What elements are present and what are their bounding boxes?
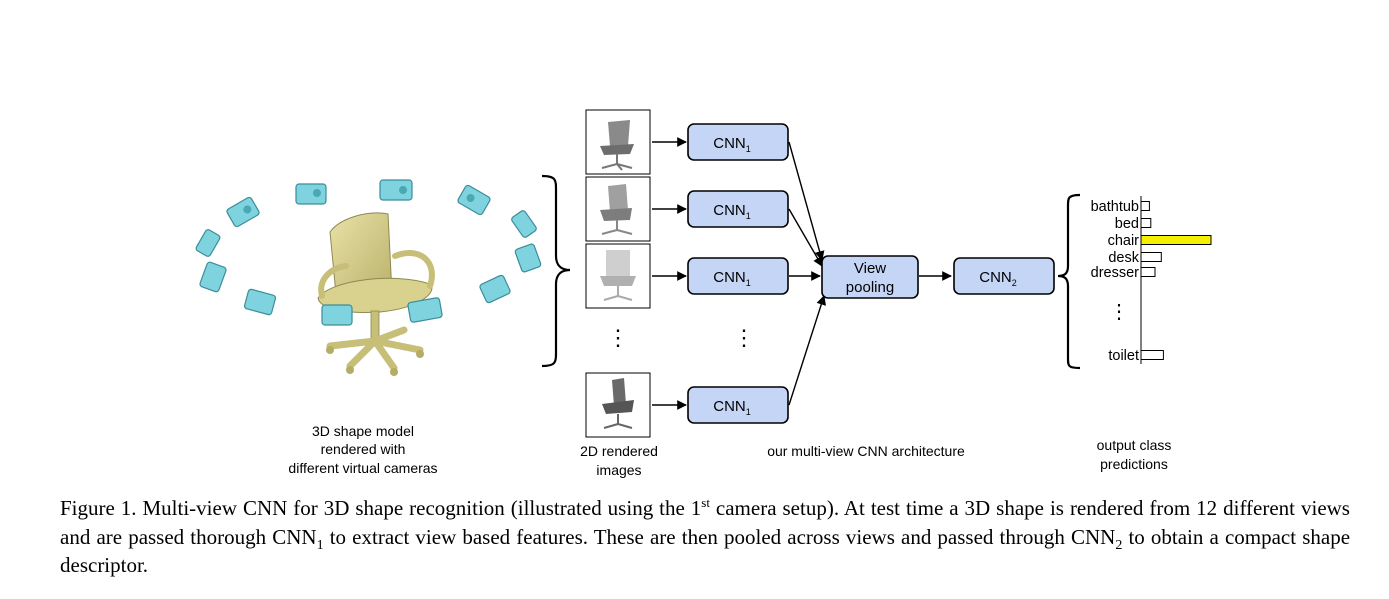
- camera-icon: [195, 229, 221, 257]
- cnn-ellipsis: ⋮: [733, 325, 755, 350]
- class-label-dresser: dresser: [1091, 265, 1140, 281]
- rendered-view-12: [585, 372, 651, 438]
- camera-icon: [321, 304, 353, 326]
- arrow: [788, 295, 826, 406]
- mvcnn-diagram: 3D shape model rendered with different v…: [195, 109, 1212, 478]
- shape-model-label-2: rendered with: [321, 441, 406, 457]
- rendered-images-label-2: images: [596, 462, 641, 478]
- camera-icon: [226, 196, 260, 228]
- rendered-view-1: [585, 109, 651, 175]
- rendered-view-2: [585, 176, 651, 242]
- class-bar-desk: [1140, 252, 1162, 262]
- camera-icon: [199, 261, 227, 293]
- svg-text:pooling: pooling: [846, 279, 894, 296]
- class-label-desk: desk: [1108, 250, 1139, 266]
- camera-icon: [379, 179, 413, 201]
- view-pooling-box: View pooling: [821, 255, 919, 299]
- svg-text:CNN2: CNN2: [979, 269, 1017, 288]
- views-brace: [541, 174, 571, 368]
- views-ellipsis: ⋮: [607, 325, 629, 350]
- shape-model-label-1: 3D shape model: [312, 423, 414, 439]
- camera-icon: [295, 183, 327, 205]
- svg-text:CNN1: CNN1: [713, 398, 751, 417]
- camera-icon: [243, 288, 277, 316]
- shape-model-illustration: [195, 179, 542, 376]
- class-bar-toilet: [1140, 350, 1164, 360]
- cnn1-box: CNN1: [687, 257, 789, 295]
- class-bar-bathtub: [1140, 201, 1150, 211]
- cnn1-box: CNN1: [687, 190, 789, 228]
- svg-text:View: View: [854, 260, 886, 277]
- camera-icon: [407, 297, 443, 323]
- svg-text:CNN1: CNN1: [713, 269, 751, 288]
- output-label-1: output class: [1097, 437, 1172, 453]
- class-bar-chair: [1140, 235, 1212, 245]
- class-bar-bed: [1140, 218, 1152, 228]
- camera-icon: [457, 184, 491, 216]
- arrow: [788, 141, 825, 261]
- svg-text:CNN1: CNN1: [713, 202, 751, 221]
- cnn2-box: CNN2: [953, 257, 1055, 295]
- camera-icon: [479, 274, 511, 304]
- arrow: [788, 208, 823, 267]
- chair-model: [317, 212, 435, 376]
- rendered-view-3: [585, 243, 651, 309]
- cnn1-box: CNN1: [687, 123, 789, 161]
- figure-caption: Figure 1. Multi-view CNN for 3D shape re…: [60, 495, 1351, 577]
- classes-ellipsis: ⋮: [1109, 301, 1129, 323]
- shape-model-label-3: different virtual cameras: [288, 460, 437, 476]
- class-label-chair: chair: [1108, 233, 1140, 249]
- rendered-images-label-1: 2D rendered: [580, 443, 658, 459]
- output-brace: [1057, 193, 1081, 370]
- cnn1-box: CNN1: [687, 386, 789, 424]
- camera-icon: [514, 243, 542, 273]
- architecture-label: our multi-view CNN architecture: [767, 443, 965, 459]
- class-bar-dresser: [1140, 267, 1156, 277]
- output-label-2: predictions: [1100, 456, 1168, 472]
- camera-icon: [511, 210, 537, 238]
- class-label-bed: bed: [1115, 216, 1139, 232]
- svg-text:CNN1: CNN1: [713, 135, 751, 154]
- class-label-bathtub: bathtub: [1091, 199, 1139, 215]
- class-label-toilet: toilet: [1108, 348, 1139, 364]
